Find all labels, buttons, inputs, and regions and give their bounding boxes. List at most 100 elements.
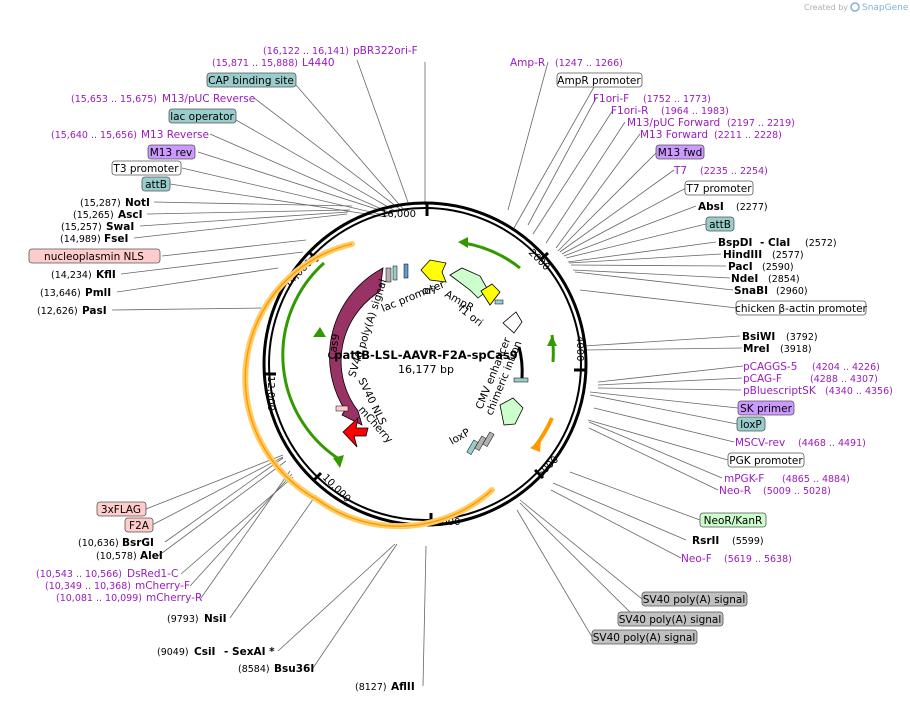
box-chicken-beta-actin-promoter[interactable]: chicken β-actin promoter [735,300,868,316]
green-arc-arrowhead-bottom [333,455,344,468]
green-arc-arrowhead-right [547,336,557,346]
box-t7-promoter[interactable]: T7 promoter [684,180,754,196]
site-alei[interactable]: (10,578)AleI [96,550,163,562]
svg-text:T7: T7 [673,165,687,177]
svg-text:SV40 poly(A) signal: SV40 poly(A) signal [619,614,722,626]
svg-text:Neo-F: Neo-F [681,553,712,565]
box-sv40-polya-2[interactable]: SV40 poly(A) signal [617,611,724,627]
box-m13-fwd[interactable]: M13 fwd [655,144,705,160]
site-asci[interactable]: (15,265)AscI [73,209,143,221]
svg-text:(1964 .. 1983): (1964 .. 1983) [661,106,729,117]
primer-amp-r[interactable]: Amp-R (1247 .. 1266) [510,57,623,69]
box-3xflag[interactable]: 3xFLAG [96,501,147,517]
primer-t7[interactable]: T7(2235 .. 2254) [673,165,768,177]
primer-m13-reverse[interactable]: (15,640 .. 15,656)M13 Reverse [51,129,209,141]
box-sv40-polya-1[interactable]: SV40 poly(A) signal [641,591,748,607]
site-bsrgi[interactable]: (10,636)BsrGI [78,537,154,549]
site-nsii[interactable]: (9793)NsiI [167,613,227,625]
svg-text:(5599): (5599) [732,536,764,547]
primer-pcaggs-5[interactable]: pCAGGS-5(4204 .. 4226) [743,361,880,373]
tick-label-12000: 12,000 [265,376,276,411]
site-snabi[interactable]: SnaBI(2960) [734,285,808,297]
svg-text:FseI: FseI [104,233,128,245]
site-pmli[interactable]: (13,646)PmlI [40,287,111,299]
box-m13-rev[interactable]: M13 rev [147,144,196,160]
svg-text:3xFLAG: 3xFLAG [101,504,141,516]
primer-m13-forward[interactable]: M13 Forward(2211 .. 2228) [640,129,782,141]
site-bsiwi[interactable]: BsiWI(3792) [742,331,818,343]
loxp-mark-left-1 [466,439,479,455]
svg-text:Amp-R: Amp-R [510,57,545,69]
site-pasi[interactable]: (12,626)PasI [37,305,107,317]
box-ampr-promoter[interactable]: AmpR promoter [556,72,643,88]
primer-mscv-rev[interactable]: MSCV-rev(4468 .. 4491) [735,437,866,449]
site-fsei[interactable]: (14,989)FseI [60,233,128,245]
primer-mcherry-f[interactable]: (10,349 .. 10,368)mCherry-F [45,580,190,592]
site-swai[interactable]: (15,257)SwaI [61,221,134,233]
site-rsrii[interactable]: RsrII(5599) [692,535,764,547]
primer-dsred1-c[interactable]: (10,543 .. 10,566)DsRed1-C [36,568,178,580]
svg-text:(2590): (2590) [762,262,794,273]
inner-label-cas9: Cas9 [326,333,342,361]
svg-text:(1247 .. 1266): (1247 .. 1266) [555,58,623,69]
site-bsu36i[interactable]: (8584)Bsu36I [238,663,314,675]
svg-text:M13 fwd: M13 fwd [658,147,703,159]
site-crei[interactable]: MreI(3918) [743,343,812,355]
site-kfli[interactable]: (14,234)KflI [51,269,116,281]
primer-mcherry-r[interactable]: (10,081 .. 10,099)mCherry-R [56,592,202,604]
svg-text:- ClaI: - ClaI [760,237,790,249]
box-sv40-polya-3[interactable]: SV40 poly(A) signal [591,629,698,645]
box-t3-promoter[interactable]: T3 promoter [111,160,182,176]
primer-f1ori-f[interactable]: F1ori-F (1752 .. 1773) [593,93,711,105]
site-bspdi-clai[interactable]: BspDI- ClaI(2572) [718,237,837,249]
box-nucleoplasmin-nls[interactable]: nucleoplasmin NLS [28,248,161,264]
svg-text:M13 Forward: M13 Forward [640,129,708,141]
box-attb-left[interactable]: attB [141,176,171,192]
box-attb-right[interactable]: attB [705,216,735,232]
primer-pbluescriptsk[interactable]: pBluescriptSK(4340 .. 4356) [743,385,893,397]
svg-text:NotI: NotI [125,197,150,209]
box-f2a[interactable]: F2A [124,517,154,533]
primer-neo-r[interactable]: Neo-R(5009 .. 5028) [719,485,831,497]
svg-text:(15,257): (15,257) [61,222,102,233]
tick-label-4000: 4000 [574,336,585,361]
svg-text:pCAG-F: pCAG-F [743,373,782,385]
box-sk-primer[interactable]: SK primer [737,400,795,416]
callout-lines [111,59,744,687]
svg-text:L4440: L4440 [302,57,335,69]
site-absi[interactable]: AbsI(2277) [698,201,768,213]
svg-text:(1752 .. 1773): (1752 .. 1773) [643,94,711,105]
site-ndei[interactable]: NdeI(2854) [731,273,800,285]
primer-pbr322ori-f[interactable]: (16,122 .. 16,141)pBR322ori-F [263,45,418,57]
box-loxp[interactable]: loxP [736,416,766,432]
box-pgk-promoter[interactable]: PGK promoter [727,452,805,468]
lac-operator-mark-2 [392,265,398,281]
site-noti[interactable]: (15,287)NotI [80,197,150,209]
cap-site-mark [403,263,409,279]
svg-text:NdeI: NdeI [731,273,758,285]
site-csii-sexai[interactable]: (9049)CsiI- SexAI * [157,646,275,658]
site-hindiii[interactable]: HindIII(2577) [723,249,804,261]
watermark-text: Created by [804,3,848,12]
svg-text:F1ori-F: F1ori-F [593,93,629,105]
svg-text:BsiWI: BsiWI [742,331,775,343]
primer-l4440[interactable]: (15,871 .. 15,888)L4440 [212,57,335,69]
box-cap-binding-site[interactable]: CAP binding site [206,72,297,88]
svg-text:SK primer: SK primer [740,403,792,415]
site-paci[interactable]: PacI(2590) [728,261,794,273]
box-lac-operator[interactable]: lac operator [168,108,237,124]
primer-f1ori-r[interactable]: F1ori-R(1964 .. 1983) [611,105,729,117]
green-arc-right [550,334,555,363]
primer-mpgk-f[interactable]: mPGK-F(4865 .. 4884) [724,473,850,485]
site-aflii[interactable]: (8127)AflII [355,681,415,693]
orange-arc-bottom-core [317,489,493,527]
plasmid-name: pattB-LSL-AAVR-F2A-spCas9 [334,348,517,362]
primer-pcag-f[interactable]: pCAG-F(4288 .. 4307) [743,373,878,385]
primer-neo-f[interactable]: Neo-F(5619 .. 5638) [681,553,792,565]
primer-m13-puc-reverse[interactable]: (15,653 .. 15,675)M13/pUC Reverse [71,93,255,105]
svg-text:(2197 .. 2219): (2197 .. 2219) [727,118,795,129]
primer-m13-puc-forward[interactable]: M13/pUC Forward(2197 .. 2219) [627,117,795,129]
box-neor-kanr[interactable]: NeoR/KanR [699,512,767,528]
